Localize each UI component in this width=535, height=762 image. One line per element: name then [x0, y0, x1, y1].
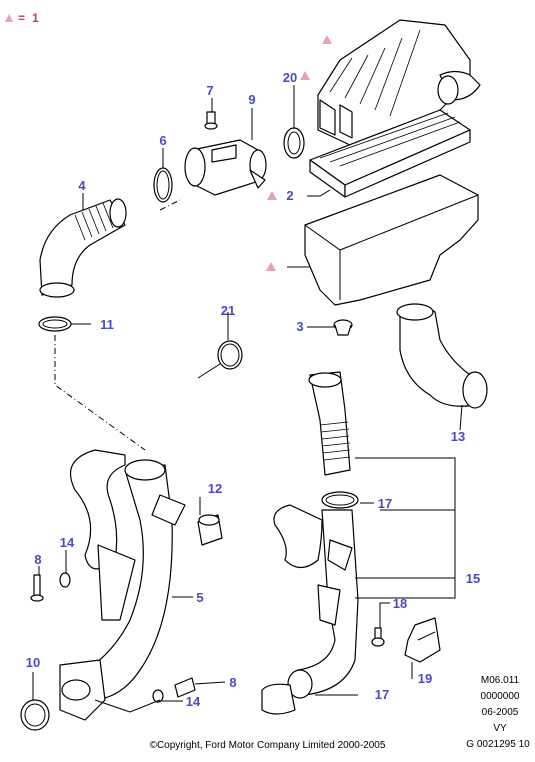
callout-21: 21 — [221, 303, 235, 318]
warning-triangle-icon — [300, 71, 310, 80]
mass-air-flow-sensor — [184, 139, 267, 196]
callout-14-lower: 14 — [186, 694, 201, 709]
seal-ring-20 — [283, 127, 305, 159]
callout-14-upper: 14 — [60, 535, 75, 550]
callout-6: 6 — [159, 133, 166, 148]
drawing-code-line: M06.011 — [481, 675, 520, 686]
bracket-19 — [404, 617, 441, 663]
air-filter-housing-lower — [304, 174, 479, 306]
callout-11: 11 — [100, 317, 114, 332]
callout-18: 18 — [393, 596, 407, 611]
callout-3: 3 — [296, 319, 303, 334]
callout-2: 2 — [286, 188, 293, 203]
warning-triangle-icon — [267, 191, 277, 200]
drawing-code-line: 06-2005 — [482, 707, 519, 718]
washer-14-left — [59, 572, 71, 588]
hose-clamp-11 — [38, 316, 72, 332]
callout-8-left: 8 — [34, 552, 41, 567]
bolt-8-left — [30, 574, 44, 602]
legend: = ⁠1 — [5, 11, 39, 25]
grommet-3 — [333, 319, 353, 336]
bracket-12 — [197, 514, 223, 546]
callout-5: 5 — [196, 590, 203, 605]
legend-equals: = — [18, 11, 25, 25]
callout-8-bottom: 8 — [229, 675, 236, 690]
callout-20: 20 — [283, 70, 297, 85]
callout-19: 19 — [418, 671, 432, 686]
hose-clamp-6 — [153, 167, 173, 203]
callout-15: 15 — [466, 571, 480, 586]
warning-triangle-icon — [5, 14, 13, 22]
legend-symbol: ⁠1 — [32, 11, 39, 25]
intake-duct-assembly-15 — [273, 371, 359, 696]
screw-18 — [371, 627, 385, 647]
intake-hose-4 — [39, 198, 127, 298]
callout-12: 12 — [208, 481, 222, 496]
air-filter-element — [309, 109, 471, 198]
hose-clamp-17-upper — [321, 491, 359, 509]
washer-14-bottom — [152, 689, 164, 703]
callout-4: 4 — [78, 178, 86, 193]
callout-17-upper: 17 — [378, 496, 392, 511]
air-filter-housing-cover — [317, 19, 481, 146]
hose-clamp-21 — [197, 340, 243, 379]
hose-13 — [396, 303, 488, 409]
elbow-10-flange — [59, 659, 106, 721]
warning-triangle-icon — [322, 35, 332, 44]
drawing-code-block: M06.011 0000000 06-2005 VY G 0021295 10 — [466, 675, 530, 750]
copyright-notice: ©Copyright, Ford Motor Company Limited 2… — [149, 740, 386, 751]
callout-17-lower: 17 — [375, 687, 389, 702]
drawing-code-line: G 0021295 10 — [466, 739, 530, 750]
callout-13: 13 — [451, 429, 465, 444]
drawing-code-line: VY — [493, 723, 507, 734]
drawing-code-line: 0000000 — [481, 691, 520, 702]
callout-9: 9 — [248, 92, 255, 107]
hose-clamp-17-lower — [261, 669, 313, 715]
warning-triangle-icon — [266, 262, 276, 271]
leader-lines — [32, 85, 463, 713]
screw-7 — [204, 111, 218, 130]
bolt-8-bottom — [174, 677, 196, 698]
callout-7: 7 — [206, 83, 213, 98]
seal-ring-10 — [20, 699, 50, 731]
callout-10: 10 — [26, 655, 40, 670]
